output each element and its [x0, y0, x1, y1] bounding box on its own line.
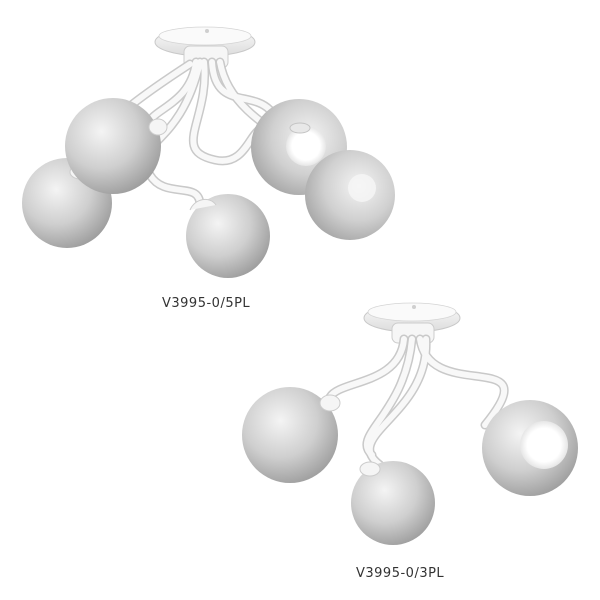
product-3-light-chandelier: [230, 285, 600, 600]
model-label-5-light: V3995-0/5PL: [162, 296, 251, 311]
chandelier-3-light-illustration: [242, 302, 578, 545]
chandelier-5-light-illustration: [22, 26, 395, 278]
ceiling-canopy: [154, 26, 256, 69]
glass-shade-center: [186, 194, 270, 278]
curved-arms: [325, 334, 509, 470]
glass-shade-far-right: [305, 150, 395, 240]
glass-shade-left: [242, 387, 341, 483]
glass-shade-right-open: [482, 400, 578, 496]
bulb-icon: [286, 126, 326, 166]
bulb-icon: [520, 421, 568, 469]
product-5-light-chandelier: [0, 0, 420, 320]
model-label-3-light: V3995-0/3PL: [356, 566, 445, 581]
glass-shade-back-left: [65, 98, 168, 194]
glass-shade-center: [351, 461, 435, 545]
